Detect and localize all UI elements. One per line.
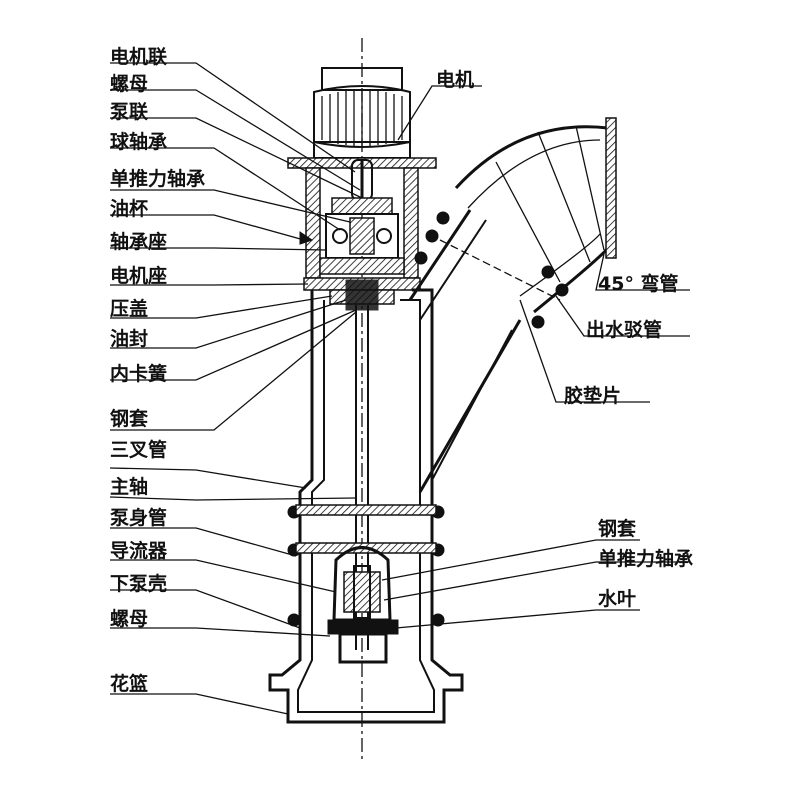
motor-body bbox=[313, 67, 411, 159]
label-oil-seal: 油封 bbox=[110, 327, 148, 350]
leader-lines bbox=[109, 62, 690, 715]
label-gland: 压盖 bbox=[110, 297, 148, 320]
label-outlet-adapter: 出水驳管 bbox=[586, 318, 662, 341]
label-motor-coupling: 电机联 bbox=[110, 45, 167, 68]
elbow-pipe bbox=[454, 117, 617, 314]
label-ball-bearing: 球轴承 bbox=[110, 130, 167, 153]
pump-drawing bbox=[268, 38, 617, 760]
label-thrust-bearing-top: 单推力轴承 bbox=[110, 167, 205, 190]
outlet-branch bbox=[408, 209, 561, 493]
label-steel-sleeve-top: 钢套 bbox=[110, 407, 149, 430]
label-impeller: 水叶 bbox=[598, 588, 636, 610]
bearing-assembly bbox=[299, 197, 405, 275]
right-labels: 电机 45° 弯管 出水驳管 胶垫片 钢套 单推力轴承 水叶 bbox=[436, 68, 693, 610]
label-pump-body-pipe: 泵身管 bbox=[110, 506, 167, 529]
label-motor: 电机 bbox=[436, 68, 474, 91]
label-steel-sleeve-bottom: 钢套 bbox=[598, 517, 637, 540]
label-inner-circlip: 内卡簧 bbox=[110, 362, 167, 385]
label-pump-coupling: 泵联 bbox=[110, 101, 148, 123]
label-lower-pump-casing: 下泵壳 bbox=[110, 572, 167, 595]
flow-guide-body bbox=[332, 546, 392, 622]
label-tee-pipe: 三叉管 bbox=[110, 438, 167, 461]
label-elbow-45: 45° 弯管 bbox=[598, 272, 679, 295]
pump-pipe bbox=[298, 288, 434, 505]
label-strainer: 花篮 bbox=[110, 672, 148, 695]
lower-casing bbox=[268, 640, 464, 724]
label-bearing-seat: 轴承座 bbox=[110, 230, 167, 253]
label-thrust-bearing-bottom: 单推力轴承 bbox=[598, 547, 693, 570]
label-motor-seat: 电机座 bbox=[110, 264, 167, 287]
impeller-body bbox=[327, 619, 399, 664]
label-rubber-gasket: 胶垫片 bbox=[564, 384, 621, 407]
label-nut-top: 螺母 bbox=[110, 73, 148, 95]
left-labels: 电机联 螺母 泵联 球轴承 单推力轴承 油杯 轴承座 电机座 压盖 油封 内卡簧… bbox=[110, 45, 205, 695]
label-main-shaft: 主轴 bbox=[110, 475, 148, 498]
label-nut-bottom: 螺母 bbox=[110, 608, 148, 630]
label-flow-guide: 导流器 bbox=[110, 539, 168, 562]
label-oil-cup: 油杯 bbox=[110, 197, 148, 220]
